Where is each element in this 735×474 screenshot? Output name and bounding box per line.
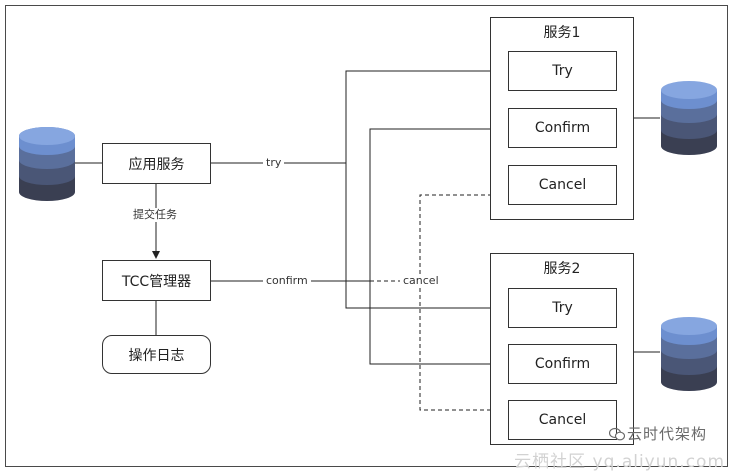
try-to-service2 (345, 163, 507, 312)
watermark-brand-text: 云时代架构 (626, 425, 707, 443)
service1-cancel-box: Cancel (508, 165, 617, 205)
service1-confirm-box: Confirm (508, 108, 617, 148)
app-service-box: 应用服务 (102, 143, 211, 184)
submit-task-label: 提交任务 (130, 208, 180, 222)
service2-title: 服务2 (543, 261, 581, 277)
service1-title: 服务1 (543, 25, 581, 41)
wechat-icon (608, 427, 625, 441)
service2-cancel-box: Cancel (508, 400, 617, 440)
cancel-to-service2 (419, 281, 507, 414)
cancel-label: cancel (400, 274, 442, 288)
service2-confirm-box: Confirm (508, 344, 617, 384)
confirm-label: confirm (263, 274, 311, 288)
cancel-to-service1 (419, 191, 507, 281)
confirm-to-service1 (369, 125, 507, 281)
confirm-to-service2 (369, 281, 507, 368)
database-icon (661, 317, 717, 391)
try-to-service1 (345, 67, 507, 163)
diagram-frame (5, 5, 728, 467)
service2-try-box: Try (508, 288, 617, 328)
tcc-manager-box: TCC管理器 (102, 260, 211, 301)
service1-try-box: Try (508, 51, 617, 91)
operation-log-box: 操作日志 (102, 335, 211, 374)
database-icon (19, 127, 75, 201)
watermark-site: 云栖社区 yq.aliyun.com (514, 452, 725, 472)
try-label: try (263, 156, 285, 170)
watermark-brand: 云时代架构 (608, 423, 707, 444)
database-icon (661, 81, 717, 155)
